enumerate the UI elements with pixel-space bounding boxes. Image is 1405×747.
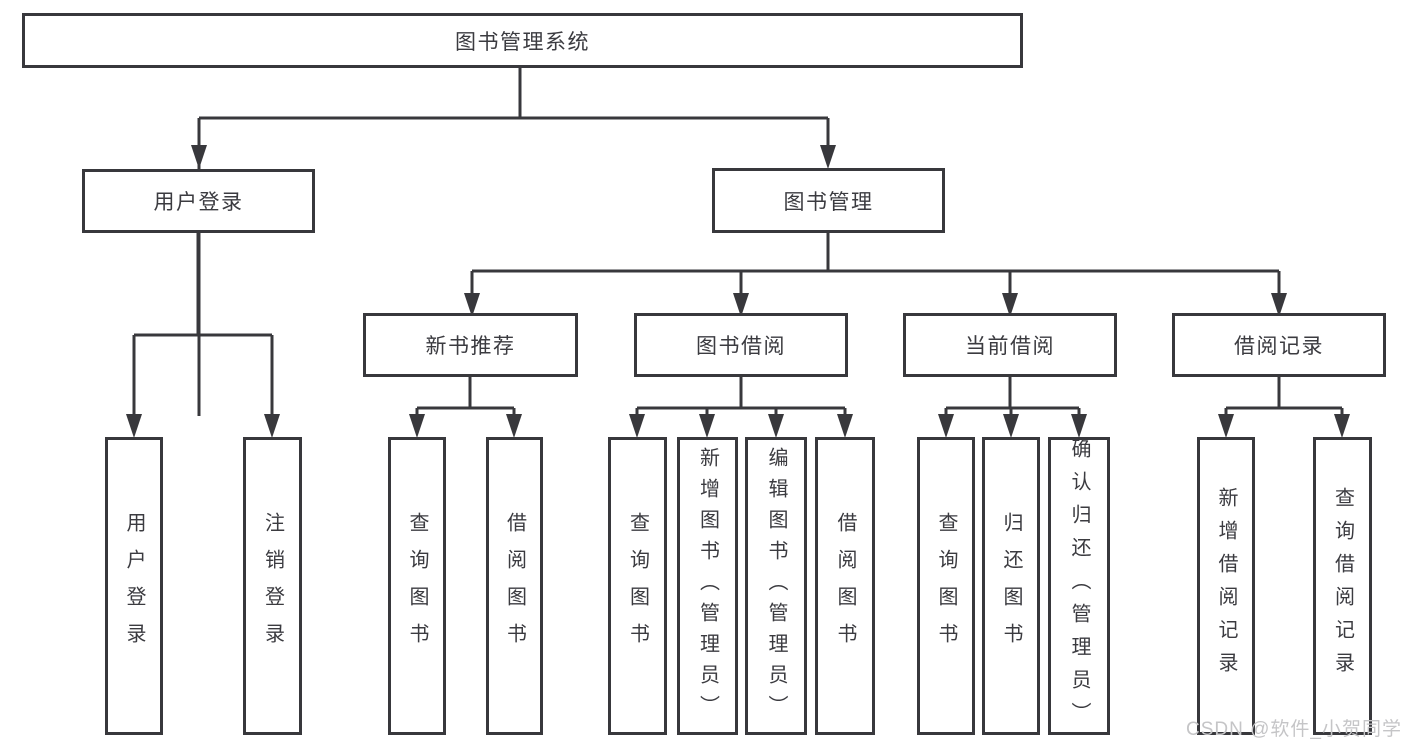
node-book-borrow: 图书借阅 — [634, 313, 848, 377]
node-label: 查询借阅记录 — [1331, 487, 1354, 685]
connector-userlogin-to-leaves — [132, 232, 274, 416]
node-label: 新增借阅记录 — [1215, 487, 1237, 685]
node-label: 编辑图书（管理员） — [765, 446, 787, 726]
arrowhead-leaf-b2 — [506, 414, 522, 438]
node-borrow-records: 借阅记录 — [1172, 313, 1386, 377]
arrowhead-leaf-d1 — [938, 414, 954, 438]
node-label: 注销登录 — [261, 512, 284, 660]
arrowhead-leaf-c3 — [768, 414, 784, 438]
csdn-watermark: CSDN @软件_小贺同学 — [1186, 719, 1402, 740]
node-label: 新书推荐 — [425, 335, 516, 358]
arrowhead-borrow-records — [1271, 293, 1287, 317]
connector-newbook-to-leaves — [415, 377, 516, 416]
node-borrow-books-1: 借阅图书 — [486, 437, 543, 735]
arrowhead-user-login — [191, 145, 207, 169]
arrowhead-leaf-a2 — [264, 414, 280, 438]
node-label: 用户登录 — [123, 512, 145, 660]
node-return-books: 归还图书 — [982, 437, 1040, 735]
node-confirm-return-admin: 确认归还（管理员） — [1048, 437, 1110, 735]
node-add-borrow-record: 新增借阅记录 — [1197, 437, 1255, 735]
connector-borrow-to-leaves — [635, 377, 847, 416]
arrowhead-leaf-e1 — [1218, 414, 1234, 438]
node-label: 图书管理系统 — [455, 30, 590, 54]
node-edit-book-admin: 编辑图书（管理员） — [745, 437, 807, 735]
node-user-login: 用户登录 — [82, 169, 315, 233]
node-library-system: 图书管理系统 — [22, 13, 1023, 68]
arrowhead-current-borrow — [1002, 293, 1018, 317]
node-borrow-books-2: 借阅图书 — [815, 437, 875, 735]
node-label: 查询图书 — [935, 512, 957, 660]
node-label: 当前借阅 — [965, 335, 1055, 358]
node-label: 借阅图书 — [503, 512, 526, 660]
node-book-management: 图书管理 — [712, 168, 945, 233]
arrowhead-leaf-c4 — [837, 414, 853, 438]
node-user-login-leaf: 用户登录 — [105, 437, 163, 735]
arrowhead-leaf-c2 — [699, 414, 715, 438]
connector-bookmgmt-to-level3 — [470, 233, 1281, 295]
node-label: 归还图书 — [1000, 512, 1022, 660]
arrowhead-leaf-e2 — [1334, 414, 1350, 438]
node-current-borrow: 当前借阅 — [903, 313, 1117, 377]
node-query-books-3: 查询图书 — [917, 437, 975, 735]
connector-root-to-level2 — [197, 66, 830, 416]
arrowhead-leaf-b1 — [409, 414, 425, 438]
arrowhead-leaf-d2 — [1003, 414, 1019, 438]
node-label: 新增图书（管理员） — [696, 446, 719, 726]
node-label: 图书管理 — [783, 190, 874, 214]
node-label: 借阅记录 — [1234, 335, 1324, 358]
node-label: 确认归还（管理员） — [1068, 437, 1090, 735]
node-logout-leaf: 注销登录 — [243, 437, 302, 735]
connector-records-to-leaves — [1224, 377, 1344, 416]
node-label: 查询图书 — [626, 512, 649, 660]
connector-current-to-leaves — [944, 377, 1081, 416]
node-query-books-1: 查询图书 — [388, 437, 446, 735]
arrowhead-leaf-c1 — [629, 414, 645, 438]
arrowhead-new-book — [464, 293, 480, 317]
node-new-book-recommend: 新书推荐 — [363, 313, 578, 377]
node-label: 图书借阅 — [696, 335, 786, 358]
arrowhead-book-management — [820, 145, 836, 169]
node-query-borrow-record: 查询借阅记录 — [1313, 437, 1372, 735]
node-label: 查询图书 — [406, 512, 428, 660]
node-label: 用户登录 — [153, 191, 244, 214]
arrowhead-book-borrow — [733, 293, 749, 317]
arrowhead-leaf-d3 — [1071, 414, 1087, 438]
arrowhead-leaf-a1 — [126, 414, 142, 438]
node-query-books-2: 查询图书 — [608, 437, 667, 735]
node-add-book-admin: 新增图书（管理员） — [677, 437, 738, 735]
node-label: 借阅图书 — [834, 512, 856, 660]
